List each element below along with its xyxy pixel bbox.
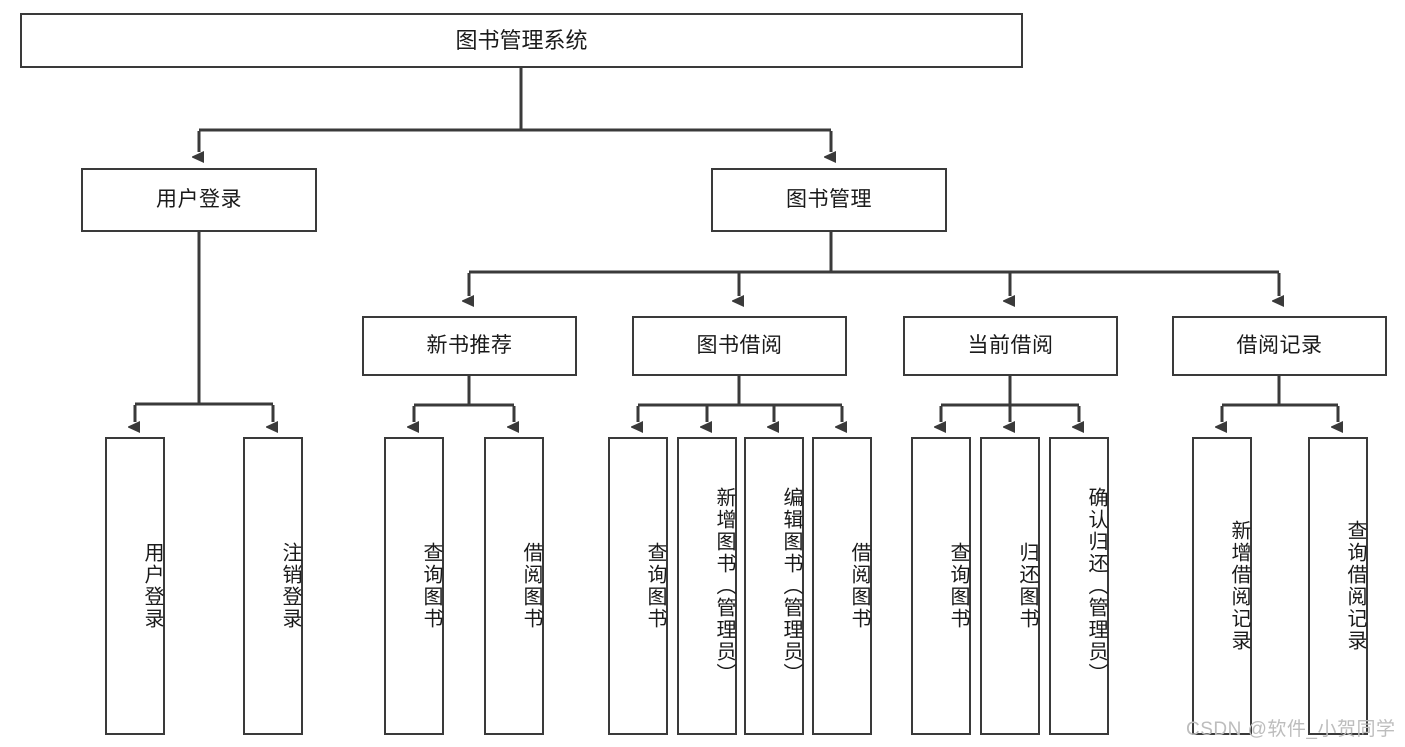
node-label: 用户登录	[156, 187, 242, 211]
node-label: 编辑图书（管理员）	[780, 487, 802, 685]
node-label: 查询图书	[420, 542, 442, 630]
node-label: 新书推荐	[426, 333, 513, 357]
node-book-borrow[interactable]: 图书借阅	[632, 316, 847, 376]
leaf-records-query-record[interactable]: 查询借阅记录	[1308, 437, 1368, 735]
node-label: 新增借阅记录	[1228, 520, 1250, 652]
node-label: 用户登录	[141, 542, 163, 630]
node-label: 确认归还（管理员）	[1085, 487, 1107, 685]
node-label: 借阅记录	[1236, 333, 1323, 357]
node-label: 注销登录	[279, 542, 301, 630]
node-label: 归还图书	[1016, 542, 1038, 630]
node-label: 图书管理	[786, 187, 872, 211]
node-borrow-records[interactable]: 借阅记录	[1172, 316, 1387, 376]
node-new-book-recommend[interactable]: 新书推荐	[362, 316, 577, 376]
node-label: 当前借阅	[967, 333, 1054, 357]
leaf-current-confirm-return-admin[interactable]: 确认归还（管理员）	[1049, 437, 1109, 735]
node-label: 图书借阅	[696, 333, 783, 357]
node-label: 借阅图书	[848, 542, 870, 630]
leaf-borrow-add-book-admin[interactable]: 新增图书（管理员）	[677, 437, 737, 735]
leaf-newbook-query-book[interactable]: 查询图书	[384, 437, 444, 735]
csdn-watermark: CSDN @软件_小贺同学	[1186, 719, 1396, 740]
node-user-login[interactable]: 用户登录	[81, 168, 317, 232]
node-label: 借阅图书	[520, 542, 542, 630]
leaf-borrow-borrow-book[interactable]: 借阅图书	[812, 437, 872, 735]
leaf-user-logout[interactable]: 注销登录	[243, 437, 303, 735]
leaf-records-add-record[interactable]: 新增借阅记录	[1192, 437, 1252, 735]
node-label: 查询图书	[644, 542, 666, 630]
node-label: 查询图书	[947, 542, 969, 630]
leaf-user-login[interactable]: 用户登录	[105, 437, 165, 735]
leaf-borrow-edit-book-admin[interactable]: 编辑图书（管理员）	[744, 437, 804, 735]
leaf-borrow-query-book[interactable]: 查询图书	[608, 437, 668, 735]
node-root-book-management-system[interactable]: 图书管理系统	[20, 13, 1023, 68]
leaf-current-return-book[interactable]: 归还图书	[980, 437, 1040, 735]
node-label: 查询借阅记录	[1344, 520, 1366, 652]
leaf-newbook-borrow-book[interactable]: 借阅图书	[484, 437, 544, 735]
node-label: 图书管理系统	[455, 27, 588, 53]
node-book-management[interactable]: 图书管理	[711, 168, 947, 232]
node-current-borrow[interactable]: 当前借阅	[903, 316, 1118, 376]
node-label: 新增图书（管理员）	[713, 487, 735, 685]
leaf-current-query-book[interactable]: 查询图书	[911, 437, 971, 735]
